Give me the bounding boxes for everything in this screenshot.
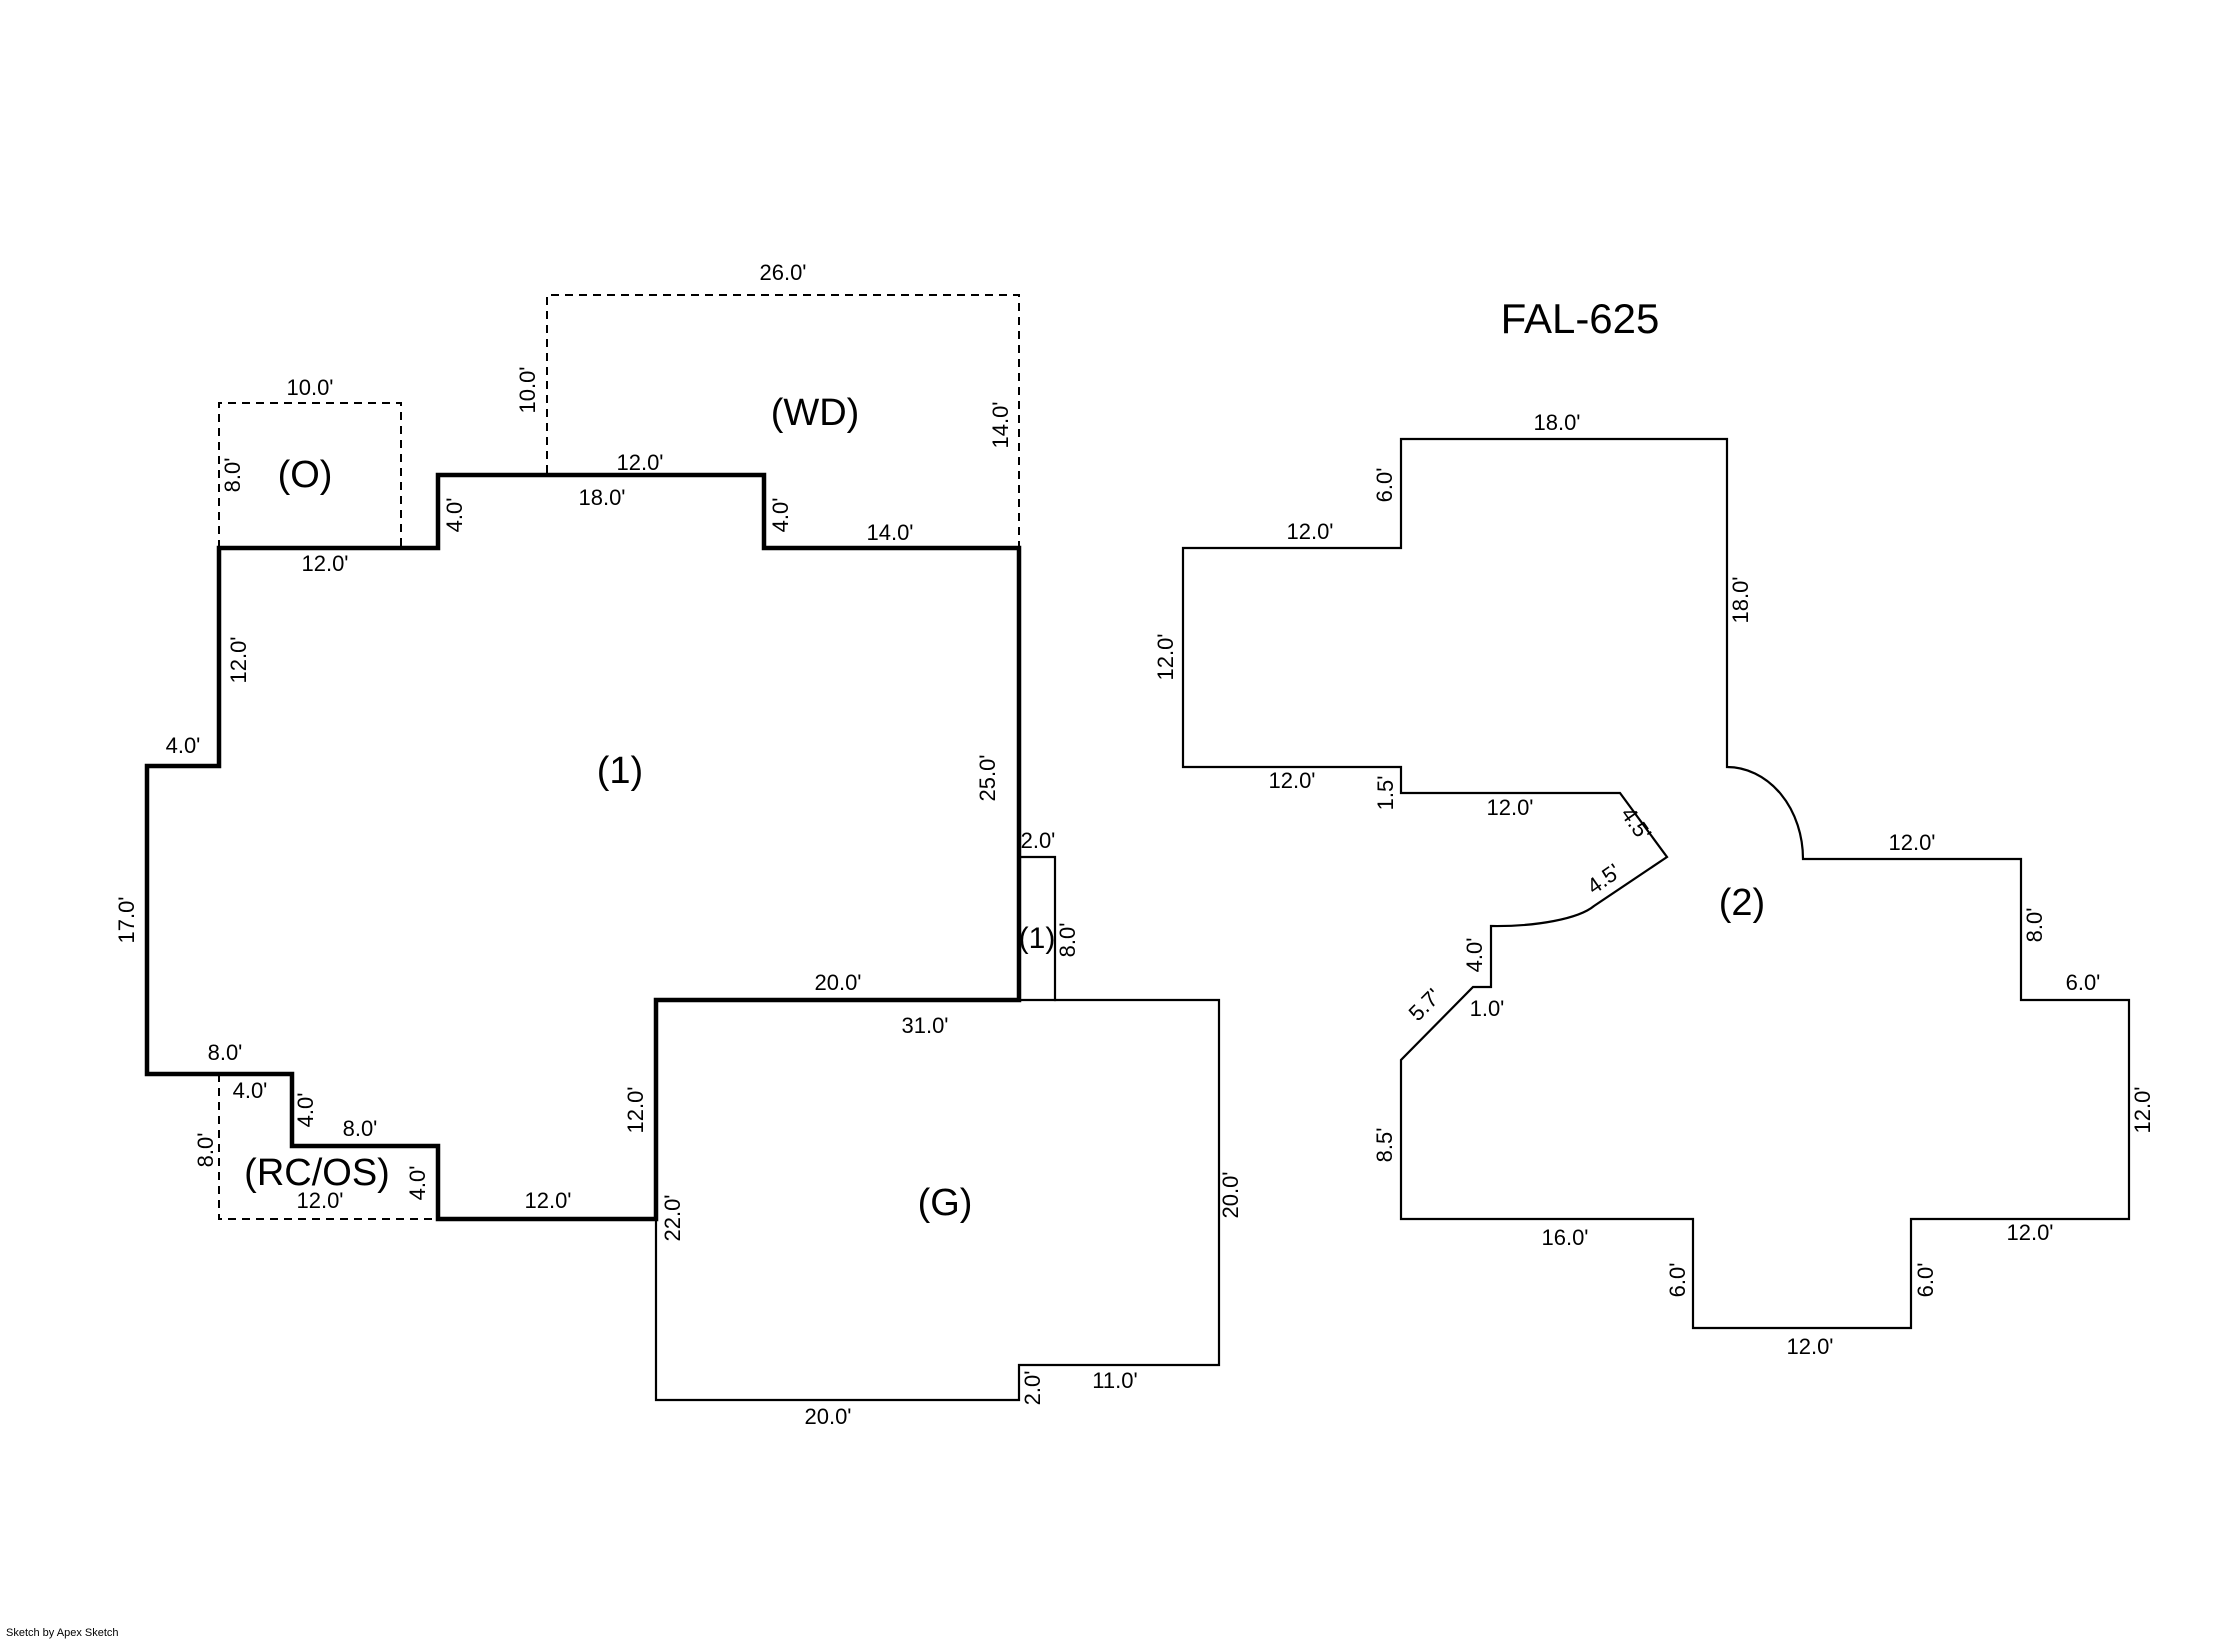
right-building: [1181, 437, 2131, 1330]
rc-os-outline: [218, 1074, 438, 1220]
dim-label: 6.0': [1372, 468, 1397, 503]
garage-outline: [654, 998, 1221, 1402]
dim-label: 4.0': [768, 498, 793, 533]
dim-label: 12.0': [1268, 768, 1315, 793]
dim-label: 4.0': [1462, 938, 1487, 973]
dim-label: 8.5': [1372, 1128, 1397, 1163]
dim-label: 2.0': [1021, 828, 1056, 853]
dim-label: 12.0': [226, 636, 251, 683]
dim-label: 12.0': [1888, 830, 1935, 855]
dim-label: 4.0': [293, 1093, 318, 1128]
area-label-o: (O): [278, 454, 333, 496]
sketch-title: FAL-625: [1501, 295, 1660, 342]
dim-label: 12.0': [1486, 795, 1533, 820]
dim-label: 17.0': [114, 896, 139, 943]
dim-label: 4.0': [233, 1078, 268, 1103]
unit-two-outline: [1181, 437, 2131, 1330]
small-addition-outline: [1017, 855, 1057, 1002]
dim-label: 4.0': [166, 733, 201, 758]
dim-label: 12.0': [524, 1188, 571, 1213]
dim-label: 6.0': [1665, 1263, 1690, 1298]
dim-label: 11.0': [1092, 1368, 1137, 1393]
dim-label: 22.0': [660, 1194, 685, 1241]
open-porch-outline: [218, 402, 402, 548]
dim-label: 4.0': [405, 1166, 430, 1201]
dim-label: 25.0': [975, 754, 1000, 801]
dim-label: 12.0': [296, 1188, 343, 1213]
area-label-rc-os: (RC/OS): [244, 1152, 390, 1194]
area-label-wd: (WD): [771, 392, 860, 434]
dim-label: 18.0': [1728, 576, 1753, 623]
dim-label: 20.0': [804, 1404, 851, 1429]
sketch-credit: Sketch by Apex Sketch: [6, 1627, 119, 1639]
dim-label: 12.0': [2006, 1220, 2053, 1245]
dim-label: 4.5': [1616, 802, 1656, 845]
dim-label: 2.0': [1020, 1371, 1045, 1406]
area-label-small-addition: (1): [1019, 922, 1056, 955]
dim-label: 12.0': [1286, 519, 1333, 544]
dim-label: 8.0': [193, 1133, 218, 1168]
dim-label: 4.5': [1582, 859, 1625, 899]
dim-label: 18.0': [1533, 410, 1580, 435]
living-area-outline: [144, 472, 1022, 1222]
dim-label: 12.0': [1786, 1334, 1833, 1359]
dim-label: 1.5': [1373, 776, 1398, 811]
dim-label: 20.0': [1218, 1171, 1243, 1218]
dim-label: 18.0': [578, 485, 625, 510]
left-dimensions: 26.0' 10.0' 14.0' 10.0' 8.0' 12.0' 4.0' …: [114, 260, 1243, 1429]
dim-label: 8.0': [208, 1040, 243, 1065]
area-label-garage: (G): [918, 1182, 973, 1224]
dim-label: 12.0': [2130, 1086, 2155, 1133]
dim-label: 14.0': [988, 401, 1013, 448]
left-building: [144, 294, 1221, 1402]
dim-label: 8.0': [343, 1116, 378, 1141]
wood-deck-outline: [546, 294, 1020, 548]
dim-label: 1.0': [1470, 996, 1505, 1021]
area-label-unit-two: (2): [1719, 882, 1765, 924]
area-label-living: (1): [597, 750, 643, 792]
dim-label: 14.0': [866, 520, 913, 545]
right-dimensions: 18.0' 6.0' 12.0' 18.0' 12.0' 12.0' 1.5' …: [1153, 410, 2155, 1359]
dim-label: 16.0': [1541, 1225, 1588, 1250]
dim-label: 8.0': [1055, 923, 1080, 958]
dim-label: 10.0': [515, 366, 540, 413]
dim-label: 12.0': [301, 551, 348, 576]
dim-label: 4.0': [442, 498, 467, 533]
dim-label: 12.0': [623, 1086, 648, 1133]
dim-label: 8.0': [220, 458, 245, 493]
dim-label: 10.0': [286, 375, 333, 400]
dim-label: 6.0': [2066, 970, 2101, 995]
dim-label: 6.0': [1913, 1263, 1938, 1298]
dim-label: 8.0': [2022, 908, 2047, 943]
dim-label: 12.0': [1153, 633, 1178, 680]
dim-label: 12.0': [616, 450, 663, 475]
dim-label: 31.0': [901, 1013, 948, 1038]
dim-label: 26.0': [759, 260, 806, 285]
dim-label: 20.0': [814, 970, 861, 995]
